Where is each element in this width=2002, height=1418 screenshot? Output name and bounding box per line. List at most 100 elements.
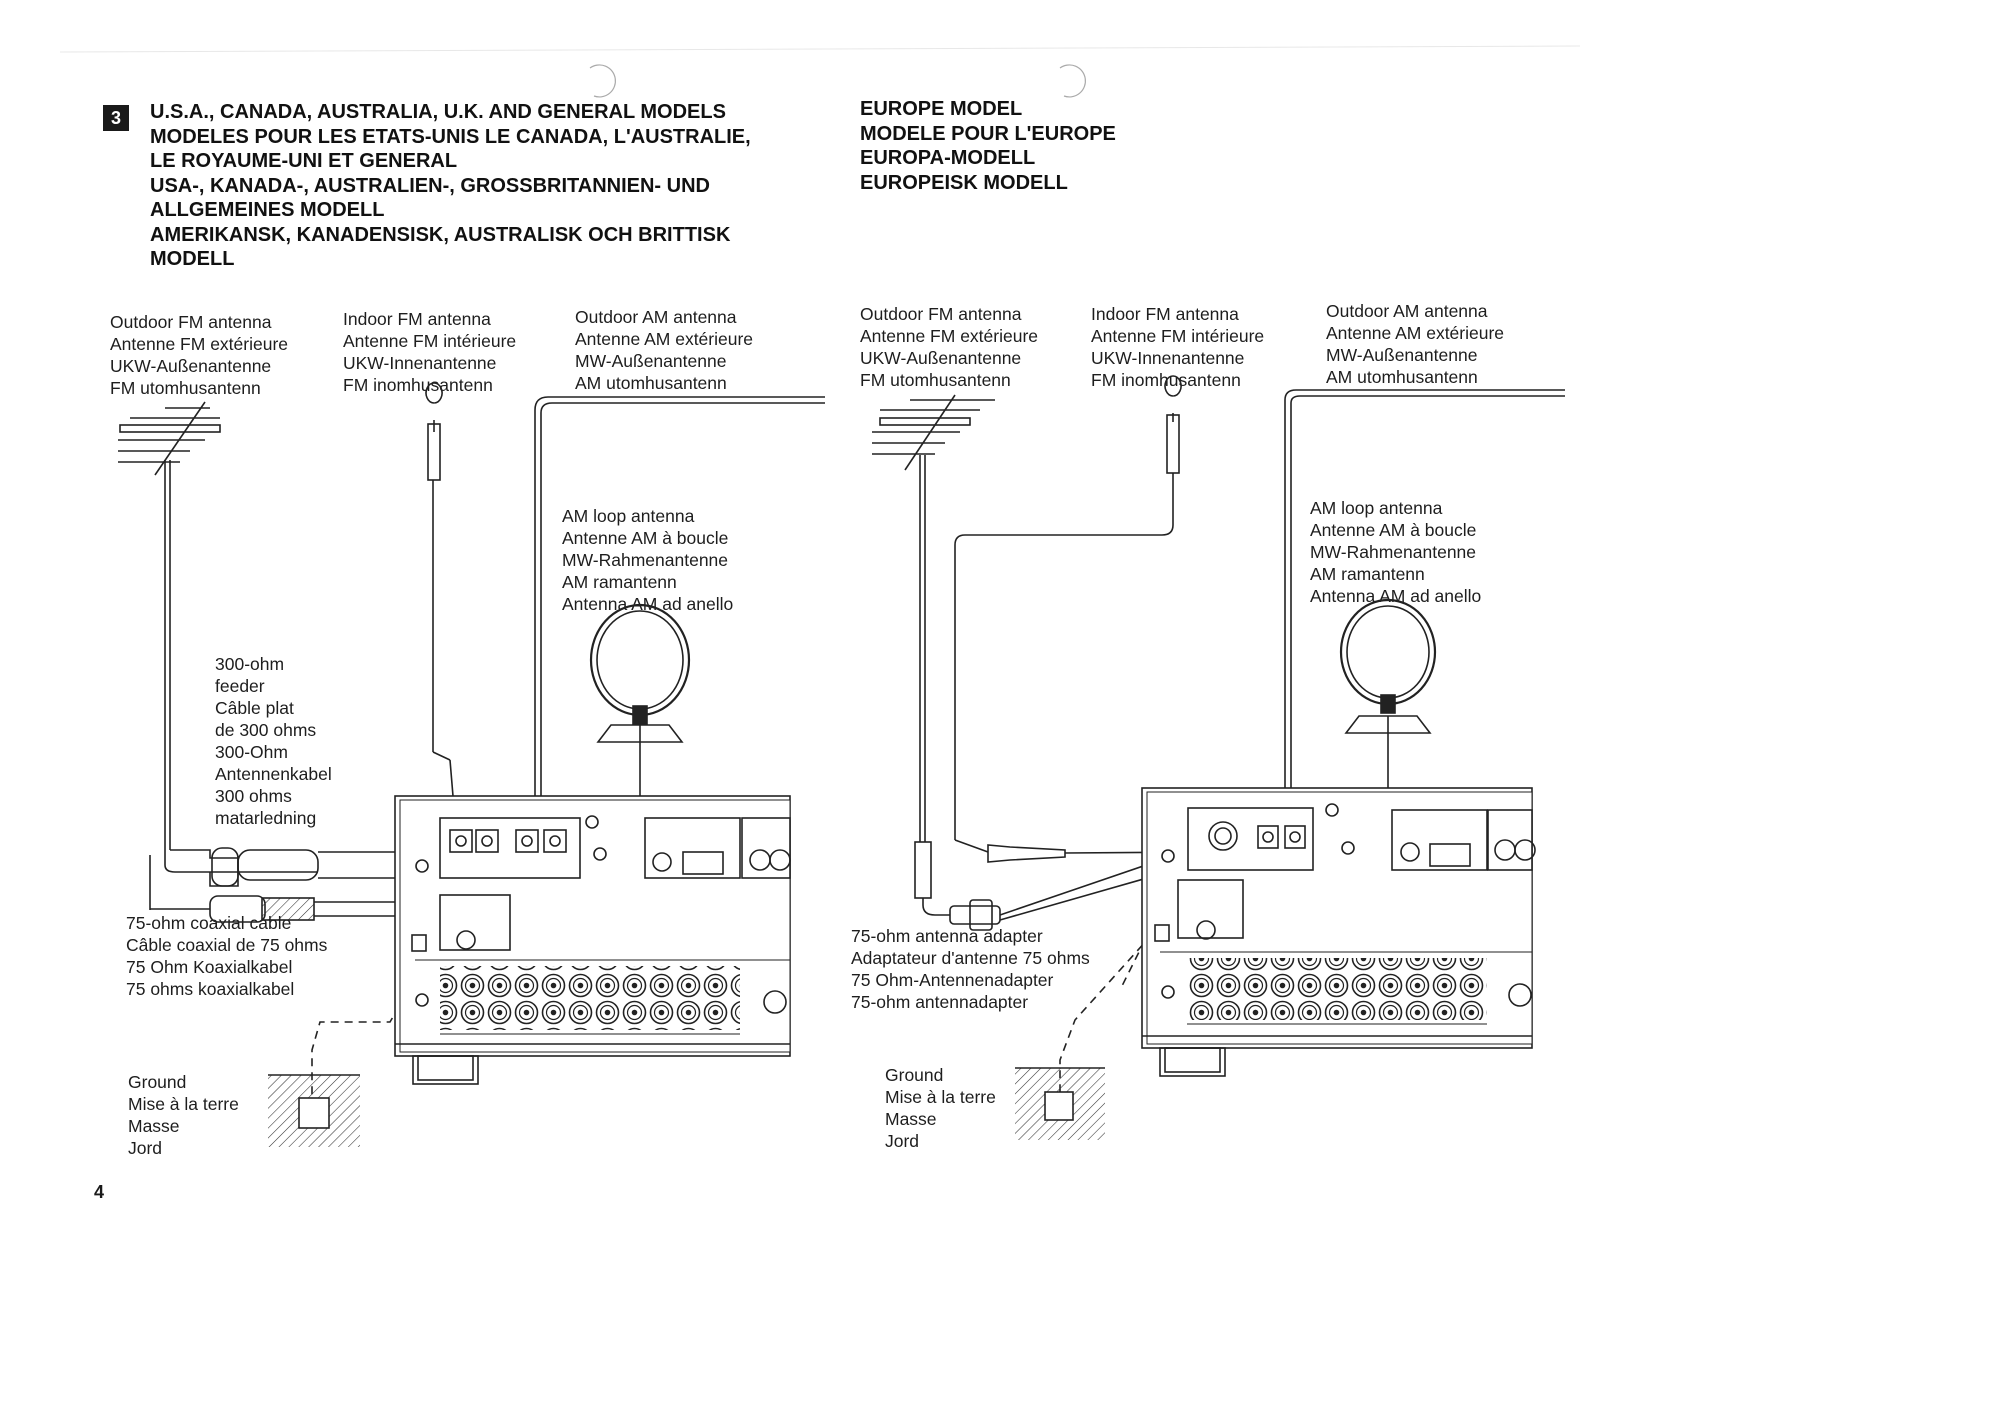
label-line: Antenne FM extérieure <box>110 334 289 354</box>
left-outdoor-am-label: Outdoor AM antenna Antenne AM extérieure… <box>575 306 753 394</box>
label-line: MW-Außenantenne <box>1326 345 1478 365</box>
label-line: Antenne FM intérieure <box>1091 326 1265 346</box>
label-line: FM utomhusantenn <box>110 378 261 398</box>
label-line: Antenna AM ad anello <box>562 594 734 614</box>
left-title-line: ALLGEMEINES MODELL <box>150 199 385 221</box>
left-outdoor-fm-label: Outdoor FM antenna Antenne FM extérieure… <box>110 311 288 399</box>
right-title-line: EUROPEISK MODELL <box>860 171 1068 194</box>
label-line: Ground <box>128 1072 187 1092</box>
label-line: 300-Ohm <box>215 742 288 762</box>
label-line: Outdoor FM antenna <box>860 304 1022 324</box>
label-line: 75 ohms koaxialkabel <box>126 979 295 999</box>
label-line: Outdoor AM antenna <box>575 307 737 327</box>
left-title-line: U.S.A., CANADA, AUSTRALIA, U.K. AND GENE… <box>150 101 726 123</box>
label-line: Mise à la terre <box>128 1094 239 1114</box>
label-line: Câble plat <box>215 698 294 718</box>
label-line: Masse <box>885 1109 937 1129</box>
right-outdoor-fm-label: Outdoor FM antenna Antenne FM extérieure… <box>860 303 1038 391</box>
right-ground-symbol <box>1015 1067 1105 1140</box>
right-am-loop-label: AM loop antenna Antenne AM à boucle MW-R… <box>1310 497 1481 607</box>
right-am-loop-antenna-icon <box>1310 598 1437 846</box>
label-line: Indoor FM antenna <box>343 309 491 329</box>
label-line: MW-Rahmenantenne <box>562 550 729 570</box>
right-adapter-label: 75-ohm antenna adapter Adaptateur d'ante… <box>851 925 1090 1013</box>
label-line: AM ramantenn <box>562 572 677 592</box>
label-line: Antenna AM ad anello <box>1310 586 1482 606</box>
right-receiver-rear-panel <box>1141 787 1536 1077</box>
left-indoor-fm-antenna-icon <box>425 382 456 821</box>
left-title: U.S.A., CANADA, AUSTRALIA, U.K. AND GENE… <box>150 100 751 272</box>
left-diagram <box>118 382 825 1147</box>
label-line: 300-ohm <box>215 654 285 674</box>
label-line: 75-ohm antenna adapter <box>851 926 1043 946</box>
left-am-loop-label: AM loop antenna Antenne AM à boucle MW-R… <box>562 505 733 615</box>
right-title-line: MODELE POUR L'EUROPE <box>860 122 1116 145</box>
label-line: UKW-Innenantenne <box>1091 348 1245 368</box>
right-outdoor-fm-antenna-icon <box>872 394 995 842</box>
label-line: 75-ohm coaxial cable <box>126 913 292 933</box>
label-line: Antenne AM extérieure <box>1326 323 1505 343</box>
left-title-line: LE ROYAUME-UNI ET GENERAL <box>150 150 458 172</box>
left-ground-label: Ground Mise à la terre Masse Jord <box>128 1071 239 1159</box>
punch-holes <box>589 64 1086 98</box>
left-title-line: MODELL <box>150 248 235 270</box>
left-receiver-rear-panel <box>394 795 791 1085</box>
label-line: Jord <box>885 1131 920 1151</box>
label-line: AM utomhusantenn <box>575 373 727 393</box>
page-rule <box>59 45 1581 53</box>
label-line: Mise à la terre <box>885 1087 996 1107</box>
label-line: Antenne AM à boucle <box>1310 520 1477 540</box>
label-line: Indoor FM antenna <box>1091 304 1239 324</box>
left-cables <box>149 844 481 923</box>
right-outdoor-am-antenna-wire <box>1284 389 1565 800</box>
label-line: 75 Ohm Koaxialkabel <box>126 957 293 977</box>
left-am-loop-antenna-icon <box>540 603 691 846</box>
page-number: 4 <box>94 1182 105 1202</box>
left-ground-symbol <box>268 1074 360 1147</box>
right-title-line: EUROPE MODEL <box>860 98 1023 120</box>
right-title: EUROPE MODEL MODELE POUR L'EUROPE EUROPA… <box>860 97 1116 195</box>
label-line: FM utomhusantenn <box>860 370 1011 390</box>
right-indoor-fm-antenna-icon <box>954 375 1182 840</box>
section-number-badge: 3 <box>103 105 129 131</box>
label-line: UKW-Außenantenne <box>860 348 1022 368</box>
left-outdoor-fm-antenna-icon <box>118 401 221 860</box>
label-line: Antenne AM extérieure <box>575 329 754 349</box>
label-line: Antenne FM intérieure <box>343 331 517 351</box>
label-line: AM loop antenna <box>1310 498 1443 518</box>
label-line: Outdoor FM antenna <box>110 312 272 332</box>
label-line: Câble coaxial de 75 ohms <box>126 935 328 955</box>
label-line: MW-Rahmenantenne <box>1310 542 1477 562</box>
label-line: matarledning <box>215 808 317 828</box>
label-line: Outdoor AM antenna <box>1326 301 1488 321</box>
right-ground-label: Ground Mise à la terre Masse Jord <box>885 1064 996 1152</box>
label-line: FM inomhusantenn <box>343 375 493 395</box>
label-line: feeder <box>215 676 265 696</box>
label-line: MW-Außenantenne <box>575 351 727 371</box>
left-coax-label: 75-ohm coaxial cable Câble coaxial de 75… <box>126 912 327 1000</box>
label-line: 75-ohm antennadapter <box>851 992 1029 1012</box>
label-line: Antennenkabel <box>215 764 332 784</box>
left-outdoor-am-antenna-wire <box>534 396 825 810</box>
right-outdoor-am-label: Outdoor AM antenna Antenne AM extérieure… <box>1326 300 1504 388</box>
left-feeder-label: 300-ohm feeder Câble plat de 300 ohms 30… <box>215 653 332 829</box>
label-line: AM ramantenn <box>1310 564 1425 584</box>
left-title-line: USA-, KANADA-, AUSTRALIEN-, GROSSBRITANN… <box>150 174 710 197</box>
left-indoor-fm-label: Indoor FM antenna Antenne FM intérieure … <box>343 308 516 396</box>
label-line: Masse <box>128 1116 180 1136</box>
label-line: 300 ohms <box>215 786 292 806</box>
label-line: Jord <box>128 1138 163 1158</box>
label-line: AM loop antenna <box>562 506 695 526</box>
label-line: Adaptateur d'antenne 75 ohms <box>851 948 1090 968</box>
label-line: Ground <box>885 1065 944 1085</box>
label-line: UKW-Außenantenne <box>110 356 272 376</box>
label-line: de 300 ohms <box>215 720 317 740</box>
label-line: UKW-Innenantenne <box>343 353 497 373</box>
right-title-line: EUROPA-MODELL <box>860 147 1036 169</box>
left-title-line: MODELES POUR LES ETATS-UNIS LE CANADA, L… <box>150 125 751 148</box>
label-line: Antenne AM à boucle <box>562 528 729 548</box>
label-line: 75 Ohm-Antennenadapter <box>851 970 1054 990</box>
left-title-line: AMERIKANSK, KANADENSISK, AUSTRALISK OCH … <box>150 223 731 246</box>
right-diagram <box>872 375 1565 1140</box>
